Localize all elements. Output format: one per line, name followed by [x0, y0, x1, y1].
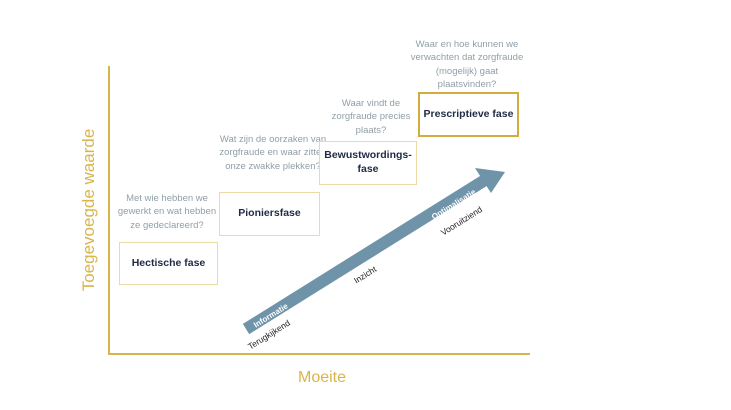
question-prescriptieve-fase: Waar en hoe kunnen we verwachten dat zor… [410, 39, 524, 91]
y-axis-line [108, 66, 110, 354]
phase-box-prescriptieve-fase: Prescriptieve fase [418, 92, 519, 137]
question-pioniersfase: Wat zijn de oorzaken van zorgfraude en w… [219, 134, 327, 172]
phase-box-bewustwordingsfase: Bewustwordings-fase [319, 141, 417, 185]
x-axis-label: Moeite [297, 369, 347, 386]
arrow-shaft [242, 174, 489, 335]
phase-box-hectische-fase: Hectische fase [119, 242, 218, 285]
arrow-head [475, 168, 505, 193]
x-axis-line [108, 353, 530, 355]
question-bewustwordingsfase: Waar vindt de zorgfraude precies plaats? [331, 98, 411, 136]
question-hectische-fase: Met wie hebben we gewerkt en wat hebben … [117, 193, 217, 231]
phase-box-pioniersfase: Pioniersfase [219, 192, 320, 236]
